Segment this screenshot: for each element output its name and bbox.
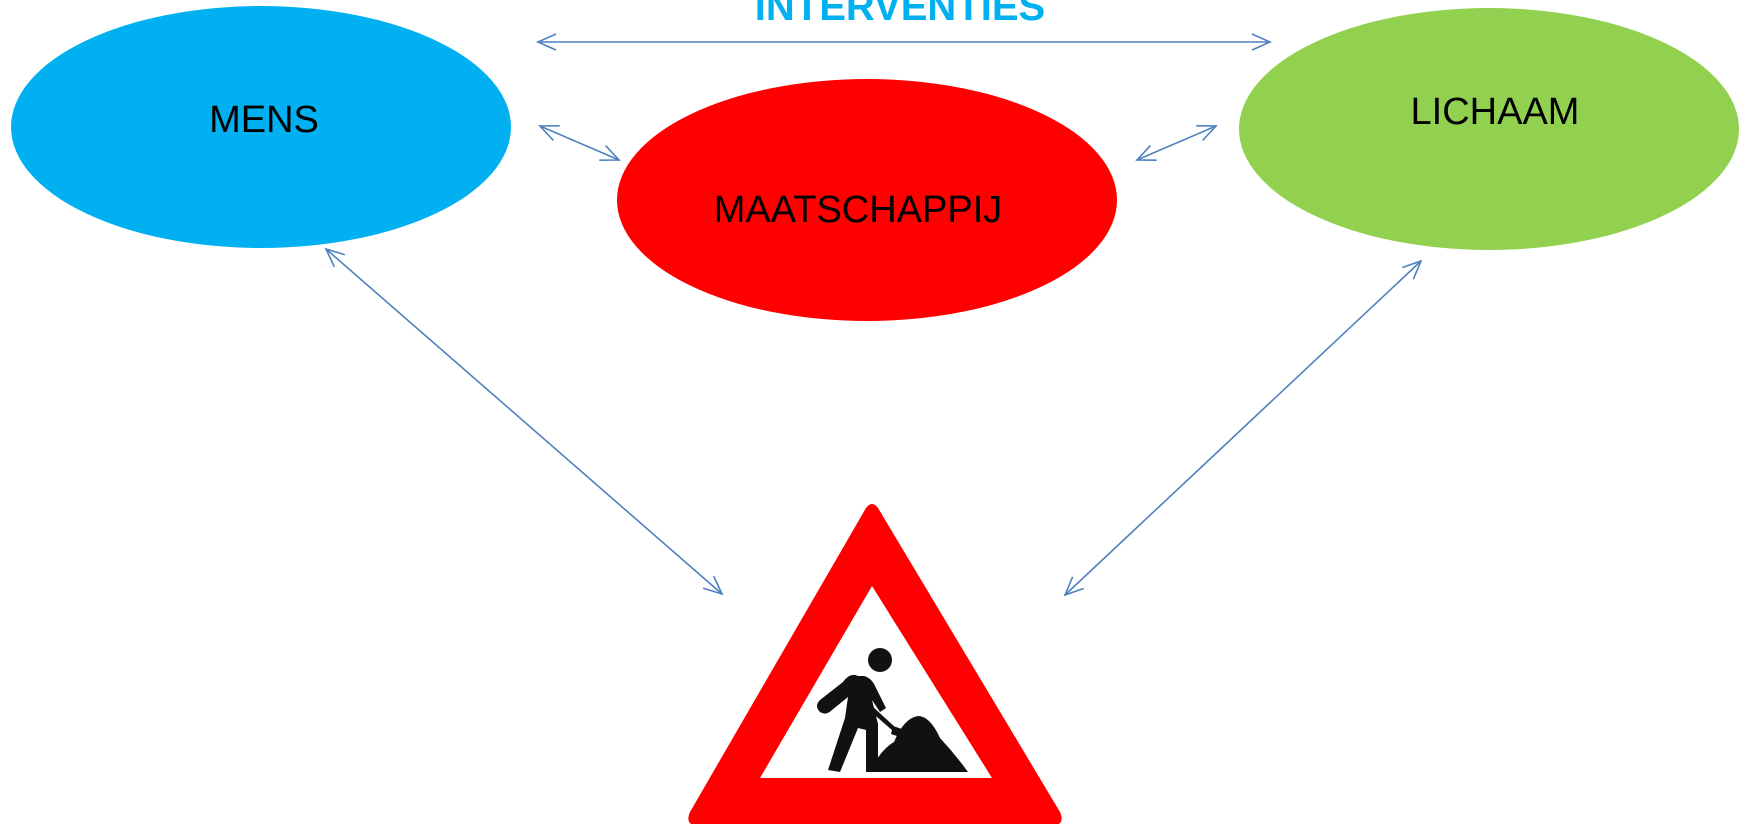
diagram-title: INTERVENTIES	[755, 0, 1045, 29]
connector-mens-sign	[324, 247, 724, 596]
road-works-warning-sign	[688, 504, 1062, 824]
node-maatschappij-label: MAATSCHAPPIJ	[714, 189, 1003, 231]
connector-maatschappij-lichaam	[1135, 124, 1218, 162]
node-lichaam	[1239, 8, 1739, 250]
node-maatschappij	[617, 79, 1117, 321]
sand-heap-icon	[870, 716, 968, 772]
node-mens	[11, 6, 511, 248]
node-mens-label: MENS	[209, 99, 319, 141]
node-lichaam-label: LICHAAM	[1411, 91, 1580, 133]
connector-mens-maatschappij	[538, 124, 621, 162]
connector-lichaam-sign	[1063, 259, 1423, 597]
worker-icon	[817, 648, 905, 772]
